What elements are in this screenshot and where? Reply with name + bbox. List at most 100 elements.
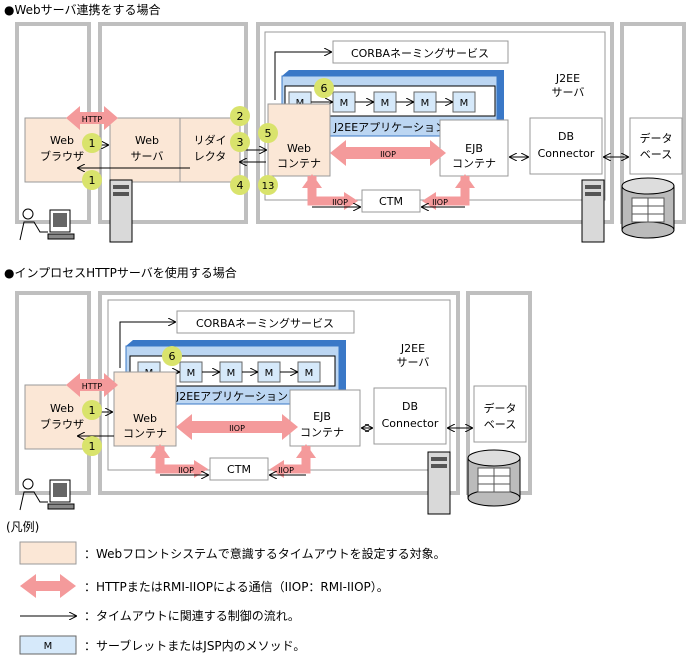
db-connector-box (529, 117, 603, 175)
db-connector-label-2a: DB (402, 400, 418, 413)
corba-naming-box-2 (176, 310, 355, 334)
method-label: M (381, 98, 390, 109)
http-arrow (66, 106, 118, 130)
step-circle-6-2: 6 (162, 346, 182, 366)
web-server-label-2: サーバ (131, 150, 164, 163)
legend-title: (凡例) (6, 520, 39, 534)
method-label: M (305, 368, 314, 379)
svg-text:1: 1 (89, 137, 96, 150)
j2ee-server-label-2b: サーバ (397, 356, 430, 369)
app-server-frame (256, 22, 614, 224)
database-box (629, 117, 683, 175)
iiop-arrow-2 (176, 414, 298, 440)
method-label: M (460, 98, 469, 109)
ejb-container-box-2 (289, 389, 361, 447)
j2ee-server-label-2: サーバ (552, 86, 585, 99)
database-cylinder-icon (621, 177, 675, 239)
svg-text:6: 6 (169, 350, 176, 363)
svg-text:5: 5 (265, 127, 272, 140)
svg-text:3: 3 (237, 136, 244, 149)
step-circle-6: 6 (314, 78, 334, 98)
legend-item-3: ：タイムアウトに関連する制御の流れ。 (84, 608, 300, 623)
legend-red-arrow (20, 574, 76, 598)
svg-text:1: 1 (89, 174, 96, 187)
iiop-ctm-head-right-up (455, 174, 475, 188)
svg-text:1: 1 (89, 440, 96, 453)
iiop-arrow (330, 140, 446, 166)
iiop-ctm-label-left-2: IIOP (178, 466, 194, 475)
section1-title: ●Webサーバ連携をする場合 (4, 2, 161, 17)
web-container-label-2a: Web (133, 412, 157, 425)
ctm-box (361, 189, 421, 213)
server-icon (109, 179, 133, 243)
http-arrow-label-2: HTTP (82, 382, 103, 391)
step-circle-3: 3 (230, 132, 250, 152)
method-box (452, 91, 476, 113)
db-connector-box-2 (373, 387, 447, 445)
iiop-ctm-head-left (344, 192, 358, 210)
web-browser-label-1: Web (50, 134, 74, 147)
database-label-2b: ベース (484, 418, 516, 431)
corba-naming-box (332, 40, 509, 64)
j2ee-server-label-2a: J2EE (400, 342, 425, 355)
ctm-label: CTM (379, 195, 403, 208)
step-circle-1a-2: 1 (82, 400, 102, 420)
web-browser-label-2a: Web (50, 402, 74, 415)
web-container-box (267, 103, 331, 177)
method-boxes-2: M M M M M (137, 361, 321, 383)
j2ee-server-label-1: J2EE (555, 72, 580, 85)
method-label: M (340, 98, 349, 109)
step-circle-1b: 1 (82, 170, 102, 190)
iiop-ctm-head-right-2 (270, 460, 284, 478)
method-label: M (187, 368, 196, 379)
database-label-2: ベース (640, 148, 672, 161)
step-circle-1b-2: 1 (82, 436, 102, 456)
corba-naming-label-2: CORBAネーミングサービス (196, 316, 334, 330)
step-circle-1a: 1 (82, 133, 102, 153)
method-label: M (421, 98, 430, 109)
server-icon (427, 451, 451, 515)
svg-text:2: 2 (237, 110, 244, 123)
corba-flow-arrow (274, 52, 331, 100)
redirector-box (179, 117, 241, 183)
corba-flow-arrow-2 (119, 322, 175, 368)
http-arrow-label: HTTP (82, 115, 103, 124)
step-circle-4: 4 (230, 175, 250, 195)
ejb-container-box (439, 119, 509, 177)
ejb-container-label-2b: コンテナ (300, 426, 344, 439)
web-container-label-2b: コンテナ (123, 427, 167, 440)
legend-item-1: ：Webフロントシステムで意識するタイムアウトを設定する対象。 (84, 546, 446, 561)
svg-text:1: 1 (89, 404, 96, 417)
iiop-arrow-label: IIOP (380, 150, 396, 159)
database-label-2a: データ (484, 401, 517, 415)
step-circle-2: 2 (230, 106, 250, 126)
iiop-ctm-label-right-2: IIOP (278, 466, 294, 475)
step-circle-13: 13 (258, 175, 278, 195)
database-box-2 (473, 385, 527, 443)
legend-item-2: ：HTTPまたはRMI-IIOPによる通信（IIOP：RMI-IIOP）。 (84, 580, 389, 594)
iiop-ctm-head-left-up-2 (150, 444, 170, 458)
web-server-label-1: Web (135, 134, 159, 147)
db-connector-label-1: DB (558, 130, 574, 143)
user-pc-icon (19, 208, 75, 241)
ctm-box-2 (209, 457, 269, 481)
j2ee-app-label: J2EEアプリケーション (333, 121, 446, 134)
web-container-box-2 (113, 371, 177, 447)
ejb-container-label-1: EJB (465, 142, 483, 155)
legend-method-swatch (19, 635, 77, 655)
web-server-box (109, 117, 189, 183)
web-browser-label-2b: ブラウザ (40, 417, 84, 431)
db-connector-label-2: Connector (538, 147, 595, 160)
user-pc-icon (19, 478, 75, 511)
legend-method-label: M (44, 641, 53, 652)
web-browser-label-2: ブラウザ (40, 149, 84, 163)
j2ee-app-label-2: J2EEアプリケーション (175, 390, 288, 403)
svg-text:13: 13 (262, 181, 275, 192)
section2-title: ●インプロセスHTTPサーバを使用する場合 (4, 265, 237, 280)
iiop-ctm-label-right: IIOP (432, 198, 448, 207)
ejb-container-label-2: コンテナ (452, 157, 496, 170)
redirector-label-2: レクタ (194, 150, 227, 163)
method-box (297, 361, 321, 383)
ctm-label-2: CTM (227, 463, 251, 476)
